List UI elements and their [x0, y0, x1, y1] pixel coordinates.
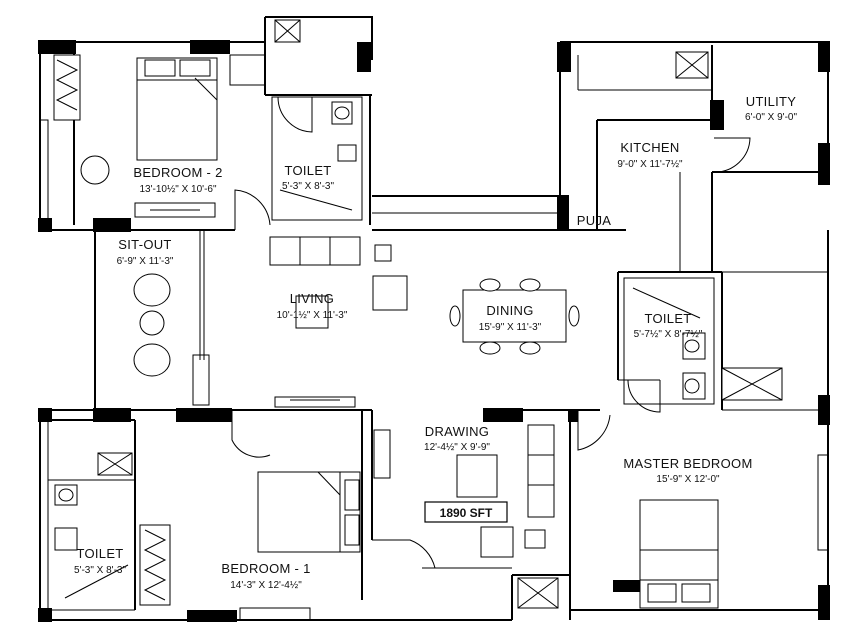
- room-labels: BEDROOM - 2 13'-10½" X 10'-6" TOILET 5'-…: [74, 94, 798, 591]
- bedroom2-name: BEDROOM - 2: [133, 165, 222, 180]
- bedroom2-dim: 13'-10½" X 10'-6": [139, 184, 217, 195]
- dining-name: DINING: [486, 303, 533, 318]
- drawing-name: DRAWING: [425, 424, 489, 439]
- bedroom1-name: BEDROOM - 1: [221, 561, 310, 576]
- living-name: LIVING: [290, 291, 334, 306]
- toilet-master-name: TOILET: [644, 311, 691, 326]
- bedroom1-dim: 14'-3" X 12'-4½": [230, 580, 302, 591]
- doors: [192, 96, 751, 569]
- kitchen-dim: 9'-0" X 11'-7½": [617, 159, 683, 170]
- master-bedroom-name: MASTER BEDROOM: [623, 456, 752, 471]
- master-bedroom-dim: 15'-9" X 12'-0": [656, 474, 720, 485]
- toilet-b2-dim: 5'-3" X 8'-3": [282, 181, 335, 192]
- windows: [39, 54, 829, 621]
- kitchen-name: KITCHEN: [620, 140, 679, 155]
- area-label-box: [424, 501, 508, 523]
- sitout-dim: 6'-9" X 11'-3": [117, 256, 174, 267]
- living-dim: 10'-1½" X 11'-3": [277, 310, 348, 321]
- sitout-name: SIT-OUT: [118, 237, 171, 252]
- toilet-b2-name: TOILET: [284, 163, 331, 178]
- toilet-b1-dim: 5'-3" X 8'-3": [74, 565, 127, 576]
- puja-name: PUJA: [577, 213, 611, 228]
- toilet-master-dim: 5'-7½" X 8'-7½": [634, 329, 703, 340]
- drawing-dim: 12'-4½" X 9'-9": [424, 442, 490, 453]
- columns: [38, 40, 830, 622]
- toilet-b1-name: TOILET: [76, 546, 123, 561]
- utility-name: UTILITY: [746, 94, 797, 109]
- walls: [39, 16, 830, 621]
- dining-dim: 15'-9" X 11'-3": [479, 322, 542, 333]
- area-label: 1890 SFT: [440, 506, 493, 520]
- utility-dim: 6'-0" X 9'-0": [745, 112, 798, 123]
- fixtures: [53, 19, 783, 609]
